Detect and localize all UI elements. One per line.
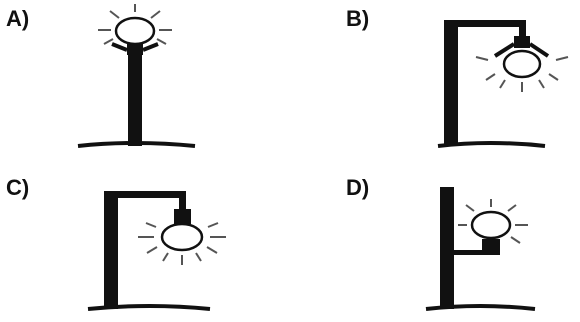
option-a-street-lamp xyxy=(77,4,196,148)
ground-line xyxy=(87,304,211,311)
light-rays xyxy=(475,56,569,92)
lamp-shade xyxy=(111,42,159,52)
lamp-arm xyxy=(454,250,490,255)
light-rays xyxy=(98,4,172,45)
option-d-street-lamp xyxy=(425,187,536,311)
lamp-socket xyxy=(514,36,530,48)
lamp-pole xyxy=(444,20,458,146)
lamp-arm xyxy=(104,191,186,198)
ground-line xyxy=(425,304,536,311)
lamp-pole xyxy=(104,191,118,309)
lamp-socket xyxy=(174,209,191,224)
lamp-arm-drop xyxy=(179,191,186,211)
option-b-label: B) xyxy=(346,6,370,31)
lamp-pole xyxy=(128,50,142,146)
light-bulb xyxy=(114,16,156,46)
lamp-arm xyxy=(444,20,526,27)
option-d-label: D) xyxy=(346,175,370,200)
light-bulb xyxy=(470,210,512,240)
light-rays xyxy=(138,222,226,265)
option-d-panel[interactable]: D) xyxy=(290,161,580,322)
lamp-arm-drop xyxy=(519,20,526,38)
lamp-shade xyxy=(493,42,550,58)
option-b-street-lamp xyxy=(437,20,569,148)
lamp-socket xyxy=(482,239,500,255)
option-c-panel[interactable]: C) xyxy=(0,161,290,322)
option-c-street-lamp xyxy=(87,191,226,311)
option-c-label: C) xyxy=(6,175,30,200)
light-rays xyxy=(458,199,528,244)
lamp-socket xyxy=(127,44,143,55)
option-a-label: A) xyxy=(6,6,30,31)
light-bulb xyxy=(502,49,542,79)
option-b-panel[interactable]: B) xyxy=(290,0,580,161)
light-bulb xyxy=(160,222,204,252)
lamp-pole xyxy=(440,187,454,309)
option-a-panel[interactable]: A) xyxy=(0,0,290,161)
